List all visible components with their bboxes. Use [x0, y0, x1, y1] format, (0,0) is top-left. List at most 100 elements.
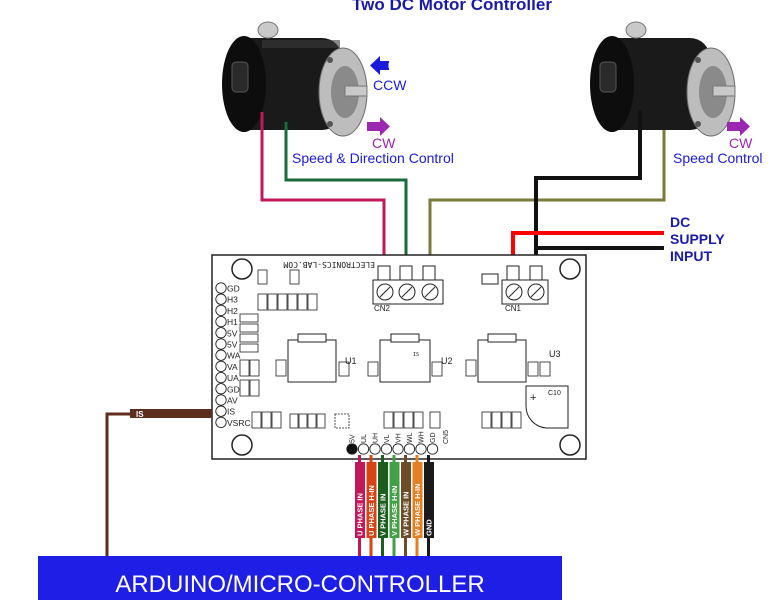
c10-capacitor-icon [525, 385, 569, 429]
right-motor-wire-black [534, 110, 642, 268]
bottom-pin-label: UL [361, 434, 368, 443]
left-pin-label: 5V [227, 328, 238, 338]
left-pin-label: VA [227, 362, 238, 372]
left-pin-icon [215, 360, 227, 373]
bottom-pin-icon [357, 443, 370, 455]
cn1-label: CN1 [505, 304, 522, 313]
left-cw-label: CW [372, 135, 396, 151]
mount-hole-icon [559, 434, 581, 456]
passive-components-icon [239, 269, 551, 429]
cn2-terminal-icon [372, 265, 444, 305]
bottom-pin-icon [380, 443, 393, 455]
c10-label: C10 [548, 390, 561, 397]
bottom-pin-label: VL [384, 434, 391, 443]
ribbon-wire-label: GND [425, 519, 434, 536]
supply-label-dc: DC [670, 214, 690, 230]
u3-label: U3 [549, 349, 561, 359]
bottom-pin-label: WH [419, 431, 426, 443]
bottom-pin-icon [392, 443, 404, 455]
is-wire-tag-label: IS [136, 410, 144, 419]
bottom-pin-icon [415, 443, 427, 455]
ribbon-wire-sleeve [355, 462, 365, 538]
bottom-pin-icon [346, 443, 358, 455]
cn2-label: CN2 [374, 304, 391, 313]
bottom-pin-icon [369, 443, 381, 455]
ribbon-wire-label: U PHASE H-IN [367, 485, 376, 536]
bottom-pin-label: VH [396, 433, 403, 443]
ribbon-wire-sleeve [366, 462, 377, 538]
left-motor-wire-pink [260, 112, 386, 268]
bottom-pin-icon [403, 443, 416, 455]
u1-label: U1 [345, 356, 357, 366]
ccw-arrow-icon [370, 56, 390, 75]
left-pin-label: H3 [227, 295, 238, 305]
left-cw-arrow-icon [367, 117, 390, 136]
right-motor-icon [590, 21, 736, 137]
ribbon-wire-sleeve [378, 462, 388, 538]
right-motor-wire-olive [428, 130, 666, 268]
ribbon-wire-sleeve [424, 462, 434, 538]
left-pin-icon [215, 383, 227, 395]
bottom-pin-label: GD [430, 433, 437, 444]
left-pin-icon [215, 304, 227, 317]
left-pin-icon [215, 293, 227, 305]
ribbon-wire-label: V PHASE IN [379, 493, 388, 536]
right-control-label: Speed Control [673, 150, 763, 166]
left-pin-label: UA [227, 373, 239, 383]
left-pin-icon [215, 327, 227, 339]
left-pin-label: GD [227, 284, 240, 294]
left-pin-label: GD [227, 384, 240, 394]
left-ccw-label: CCW [373, 77, 407, 93]
u1-chip-icon [287, 333, 337, 383]
left-pin-icon [215, 349, 227, 361]
board-brand: ELECTRONICS-LAB.COM [283, 260, 375, 269]
left-pin-label: AV [227, 396, 238, 406]
left-pin-label: H1 [227, 317, 238, 327]
mount-hole-icon [231, 258, 253, 280]
left-pin-icon [215, 394, 227, 406]
left-pin-icon [215, 315, 227, 328]
mount-hole-icon [559, 258, 581, 280]
left-pin-label: VSRC [227, 418, 251, 428]
bottom-pin-label: UH [373, 433, 380, 443]
cn5-label: CN5 [443, 430, 450, 444]
bottom-pin-label: 5V [350, 434, 357, 443]
left-pin-icon [215, 282, 227, 294]
u3-chip-icon [477, 333, 527, 383]
bottom-pin-icon [426, 443, 439, 455]
left-pin-icon [215, 416, 227, 429]
c10-plus: + [530, 392, 536, 404]
left-pin-label: WA [227, 351, 241, 361]
bottom-pin-label: WL [407, 432, 414, 443]
ribbon-wire-label: W PHASE H-IN [413, 484, 422, 537]
right-cw-label: CW [729, 135, 753, 151]
left-pin-label: IS [227, 407, 235, 417]
ribbon-wire-sleeve [401, 462, 411, 538]
ribbon-wire-sleeve [389, 462, 400, 538]
left-motor-icon [222, 21, 368, 137]
controller-board: ELECTRONICS-LAB.COM CN2 CN1 [211, 254, 587, 460]
is-wire-tag [130, 409, 212, 418]
u2-chip-marking: IS [413, 352, 419, 358]
left-pin-icon [215, 338, 227, 350]
ribbon-wire-sleeve [412, 462, 423, 538]
u2-label: U2 [441, 356, 453, 366]
left-motor-wire-green [284, 122, 408, 268]
left-control-label: Speed & Direction Control [292, 150, 454, 166]
left-pin-icon [215, 405, 227, 417]
right-cw-arrow-icon [727, 117, 750, 136]
u2-chip-icon [379, 333, 431, 383]
ribbon-wire-label: V PHASE H-IN [390, 486, 399, 536]
left-pin-label: 5V [227, 340, 238, 350]
supply-label-supply: SUPPLY [670, 231, 725, 247]
is-wire [105, 412, 212, 556]
mount-hole-icon [231, 434, 253, 456]
bottom-pin-header: 5V UL UH VL VH WL WH GD [346, 431, 439, 455]
ribbon-wire-label: W PHASE IN [402, 491, 411, 536]
supply-label-input: INPUT [670, 248, 712, 264]
cn1-terminal-icon [481, 265, 549, 305]
left-pin-icon [215, 371, 227, 384]
